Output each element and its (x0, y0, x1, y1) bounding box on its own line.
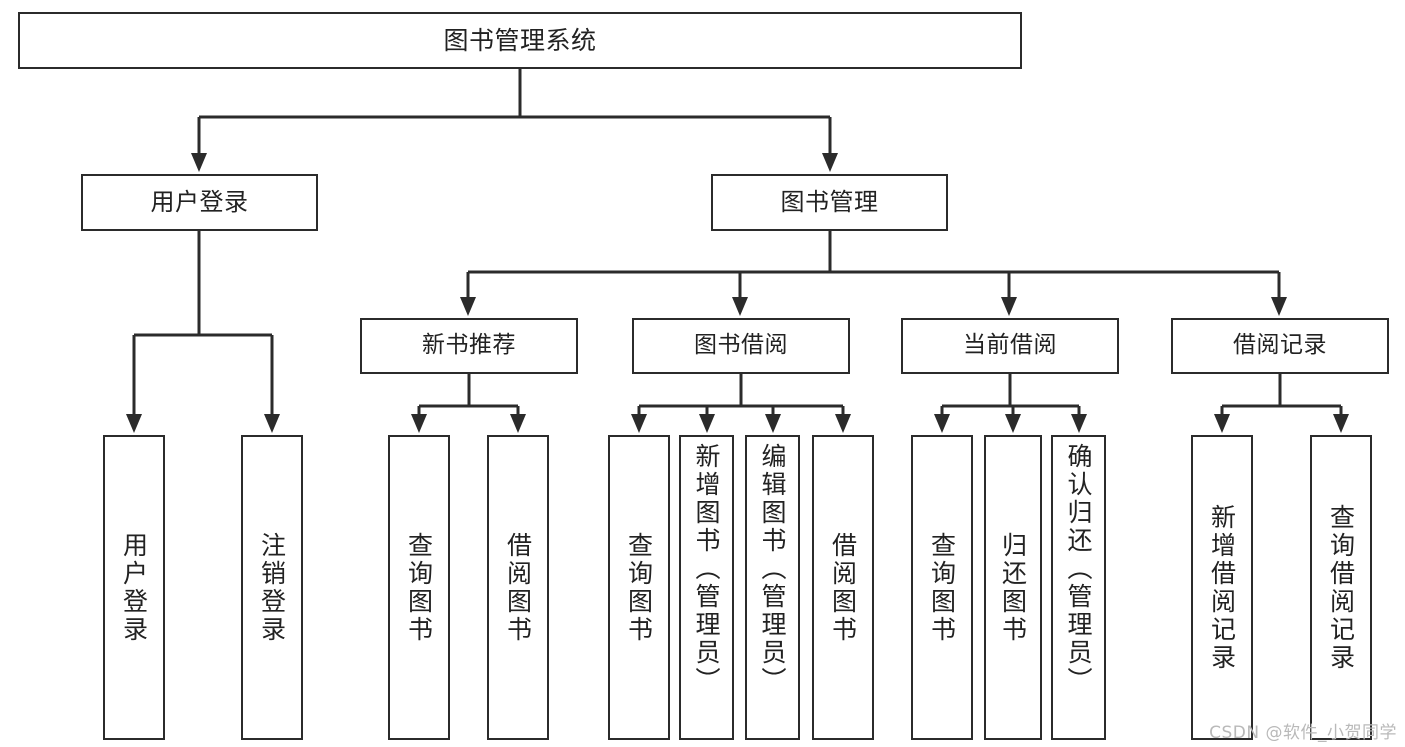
node-label-leaf-add-record: 新增借阅记录 (1207, 503, 1237, 672)
book-borrow-to-leaves-arrowhead-2 (765, 414, 781, 433)
node-label-book-borrow: 图书借阅 (694, 332, 788, 359)
node-label-book-management: 图书管理 (780, 188, 879, 217)
node-book-management[interactable]: 图书管理 (711, 174, 948, 231)
user-login-to-leaves-arrowhead-1 (264, 414, 280, 433)
node-leaf-borrow-book-2[interactable]: 借阅图书 (812, 435, 874, 740)
node-label-borrow-record: 借阅记录 (1233, 332, 1327, 359)
user-login-to-leaves-arrowhead-0 (126, 414, 142, 433)
node-label-leaf-query-book-1: 查询图书 (404, 531, 434, 644)
node-label-user-login: 用户登录 (150, 188, 249, 217)
node-label-leaf-edit-book: 编辑图书（管理员） (758, 443, 787, 695)
node-leaf-borrow-book-1[interactable]: 借阅图书 (487, 435, 549, 740)
node-label-leaf-borrow-book-2: 借阅图书 (828, 531, 858, 644)
node-new-book-recommend[interactable]: 新书推荐 (360, 318, 578, 374)
node-label-leaf-borrow-book-1: 借阅图书 (503, 531, 533, 644)
node-book-borrow[interactable]: 图书借阅 (632, 318, 850, 374)
node-label-leaf-logout: 注销登录 (257, 531, 287, 644)
current-borrow-to-leaves-arrowhead-2 (1071, 414, 1087, 433)
new-book-recommend-to-leaves-arrowhead-0 (411, 414, 427, 433)
node-leaf-query-book-2[interactable]: 查询图书 (608, 435, 670, 740)
node-label-new-book-recommend: 新书推荐 (422, 332, 516, 359)
current-borrow-to-leaves-arrowhead-1 (1005, 414, 1021, 433)
node-leaf-query-book-3[interactable]: 查询图书 (911, 435, 973, 740)
node-leaf-return-book[interactable]: 归还图书 (984, 435, 1042, 740)
node-leaf-add-record[interactable]: 新增借阅记录 (1191, 435, 1253, 740)
current-borrow-to-leaves-arrowhead-0 (934, 414, 950, 433)
book-borrow-to-leaves-arrowhead-3 (835, 414, 851, 433)
node-leaf-query-record[interactable]: 查询借阅记录 (1310, 435, 1372, 740)
node-label-leaf-add-book: 新增图书（管理员） (692, 443, 721, 695)
book-management-to-level2-arrowhead-2 (1001, 297, 1017, 316)
root-to-level1-arrowhead-1 (822, 153, 838, 172)
book-management-to-level2-arrowhead-0 (460, 297, 476, 316)
node-leaf-logout[interactable]: 注销登录 (241, 435, 303, 740)
node-label-leaf-return-book: 归还图书 (998, 531, 1028, 644)
node-leaf-edit-book[interactable]: 编辑图书（管理员） (745, 435, 800, 740)
new-book-recommend-to-leaves-arrowhead-1 (510, 414, 526, 433)
node-label-leaf-query-book-3: 查询图书 (927, 531, 957, 644)
watermark: CSDN @软件_小贺同学 (1209, 723, 1397, 743)
book-borrow-to-leaves-arrowhead-0 (631, 414, 647, 433)
root-to-level1-arrowhead-0 (191, 153, 207, 172)
node-label-current-borrow: 当前借阅 (963, 332, 1057, 359)
node-label-root: 图书管理系统 (443, 25, 597, 55)
node-leaf-query-book-1[interactable]: 查询图书 (388, 435, 450, 740)
node-leaf-user-login[interactable]: 用户登录 (103, 435, 165, 740)
node-user-login[interactable]: 用户登录 (81, 174, 318, 231)
borrow-record-to-leaves-arrowhead-0 (1214, 414, 1230, 433)
borrow-record-to-leaves-arrowhead-1 (1333, 414, 1349, 433)
book-management-to-level2-arrowhead-3 (1271, 297, 1287, 316)
node-root[interactable]: 图书管理系统 (18, 12, 1022, 69)
book-management-to-level2-arrowhead-1 (732, 297, 748, 316)
node-current-borrow[interactable]: 当前借阅 (901, 318, 1119, 374)
node-label-leaf-query-book-2: 查询图书 (624, 531, 654, 644)
node-borrow-record[interactable]: 借阅记录 (1171, 318, 1389, 374)
node-label-leaf-query-record: 查询借阅记录 (1326, 503, 1356, 672)
book-borrow-to-leaves-arrowhead-1 (699, 414, 715, 433)
node-leaf-add-book[interactable]: 新增图书（管理员） (679, 435, 734, 740)
node-leaf-confirm-return[interactable]: 确认归还（管理员） (1051, 435, 1106, 740)
node-label-leaf-confirm-return: 确认归还（管理员） (1064, 443, 1093, 695)
node-label-leaf-user-login: 用户登录 (119, 531, 149, 644)
